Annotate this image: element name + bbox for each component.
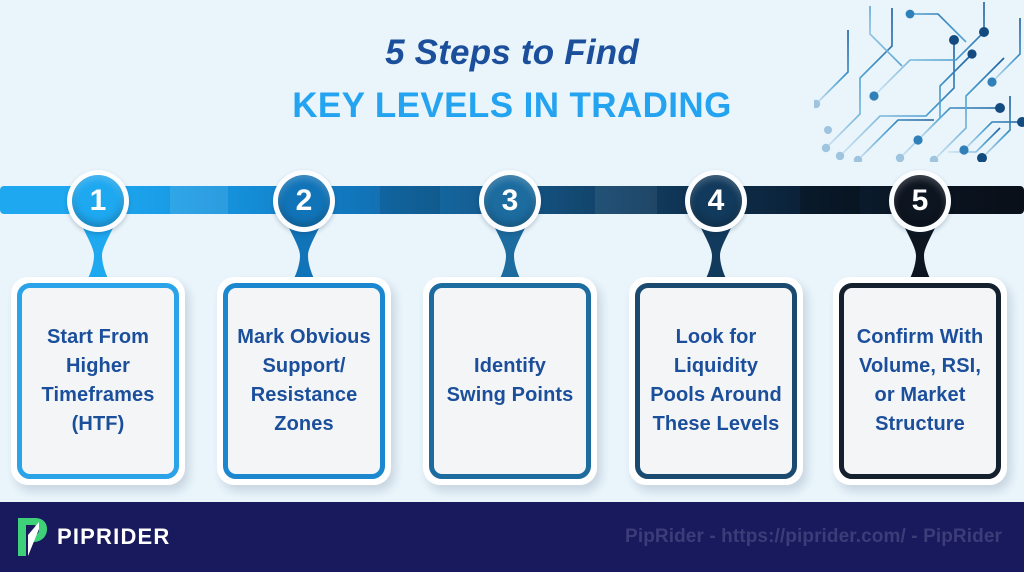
step-card-3[interactable]: Identify Swing Points [423,277,597,485]
connector-funnel-4 [701,228,731,284]
node-number: 2 [278,175,330,227]
step-card-4[interactable]: Look for Liquidity Pools Around These Le… [629,277,803,485]
node-number: 1 [72,175,124,227]
step-card-body: Start From Higher Timeframes (HTF) [17,283,179,479]
step-card-text: Mark Obvious Support/ Resistance Zones [237,325,371,436]
step-card-text: Confirm With Volume, RSI, or Market Stru… [856,325,984,436]
timeline-segment [595,186,657,214]
timeline-node-4[interactable]: 4 [685,170,747,232]
timeline-segment [380,186,440,214]
step-card-body: Look for Liquidity Pools Around These Le… [635,283,797,479]
step-card-1[interactable]: Start From Higher Timeframes (HTF) [11,277,185,485]
timeline-node-2[interactable]: 2 [273,170,335,232]
brand-logo[interactable]: PIPRIDER [14,516,171,558]
node-number: 5 [894,175,946,227]
step-card-5[interactable]: Confirm With Volume, RSI, or Market Stru… [833,277,1007,485]
step-card-2[interactable]: Mark Obvious Support/ Resistance Zones [217,277,391,485]
step-card-text: Identify Swing Points [446,354,574,406]
piprider-p-mark-icon [18,518,47,556]
connector-funnel-1 [83,228,113,284]
page-title-line1: 5 Steps to Find [385,33,639,72]
connector-funnel-2 [289,228,319,284]
connector-funnel-5 [905,228,935,284]
timeline-segment [170,186,228,214]
step-card-text: Look for Liquidity Pools Around These Le… [650,325,782,436]
timeline-node-5[interactable]: 5 [889,170,951,232]
node-number: 4 [690,175,742,227]
page-title-line2: KEY LEVELS IN TRADING [292,86,732,125]
timeline-segment [800,186,860,214]
step-card-body: Identify Swing Points [429,283,591,479]
node-number: 3 [484,175,536,227]
timeline-node-1[interactable]: 1 [67,170,129,232]
timeline-node-3[interactable]: 3 [479,170,541,232]
step-card-text: Start From Higher Timeframes (HTF) [41,325,155,436]
brand-name: PIPRIDER [57,524,171,549]
step-card-body: Mark Obvious Support/ Resistance Zones [223,283,385,479]
header: 5 Steps to Find KEY LEVELS IN TRADING [0,0,1024,160]
footer: PIPRIDER PipRider - https://piprider.com… [0,502,1024,572]
step-card-body: Confirm With Volume, RSI, or Market Stru… [839,283,1001,479]
footer-url-text: PipRider - https://piprider.com/ - PipRi… [625,526,1002,547]
connector-funnel-3 [495,228,525,284]
